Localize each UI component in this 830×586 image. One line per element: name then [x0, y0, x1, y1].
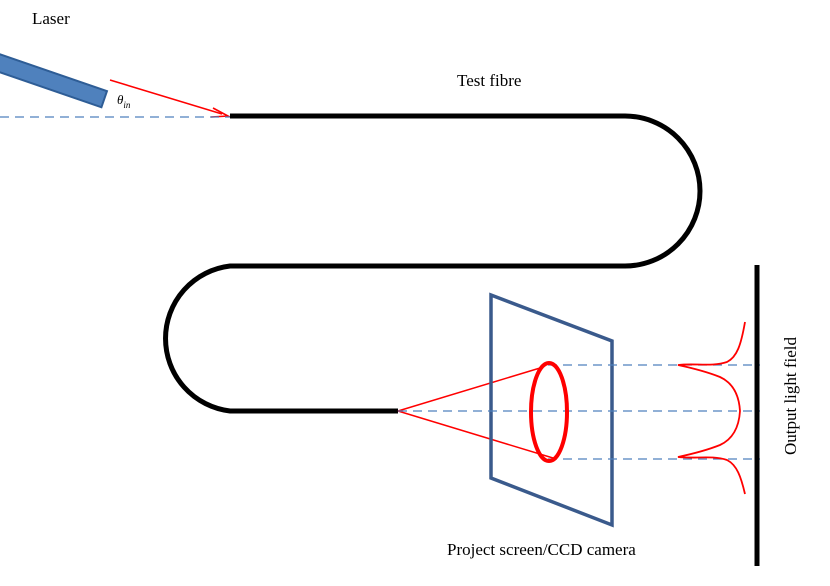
laser-label: Laser: [32, 9, 70, 28]
fibre-label: Test fibre: [457, 71, 521, 90]
angle-label: θin: [117, 92, 131, 110]
ring-pattern: [529, 361, 569, 463]
cone-upper-ray: [397, 367, 541, 412]
test-fibre: [163, 113, 703, 414]
intensity-profile: [677, 321, 746, 495]
projection-screen: [489, 292, 614, 528]
laser-body: [0, 52, 109, 109]
incident-beam: [109, 79, 223, 115]
output-field-label: Output light field: [781, 336, 800, 455]
screen-label: Project screen/CCD camera: [447, 540, 636, 559]
laser-device: [0, 52, 109, 109]
cone-lower-ray: [397, 410, 554, 459]
